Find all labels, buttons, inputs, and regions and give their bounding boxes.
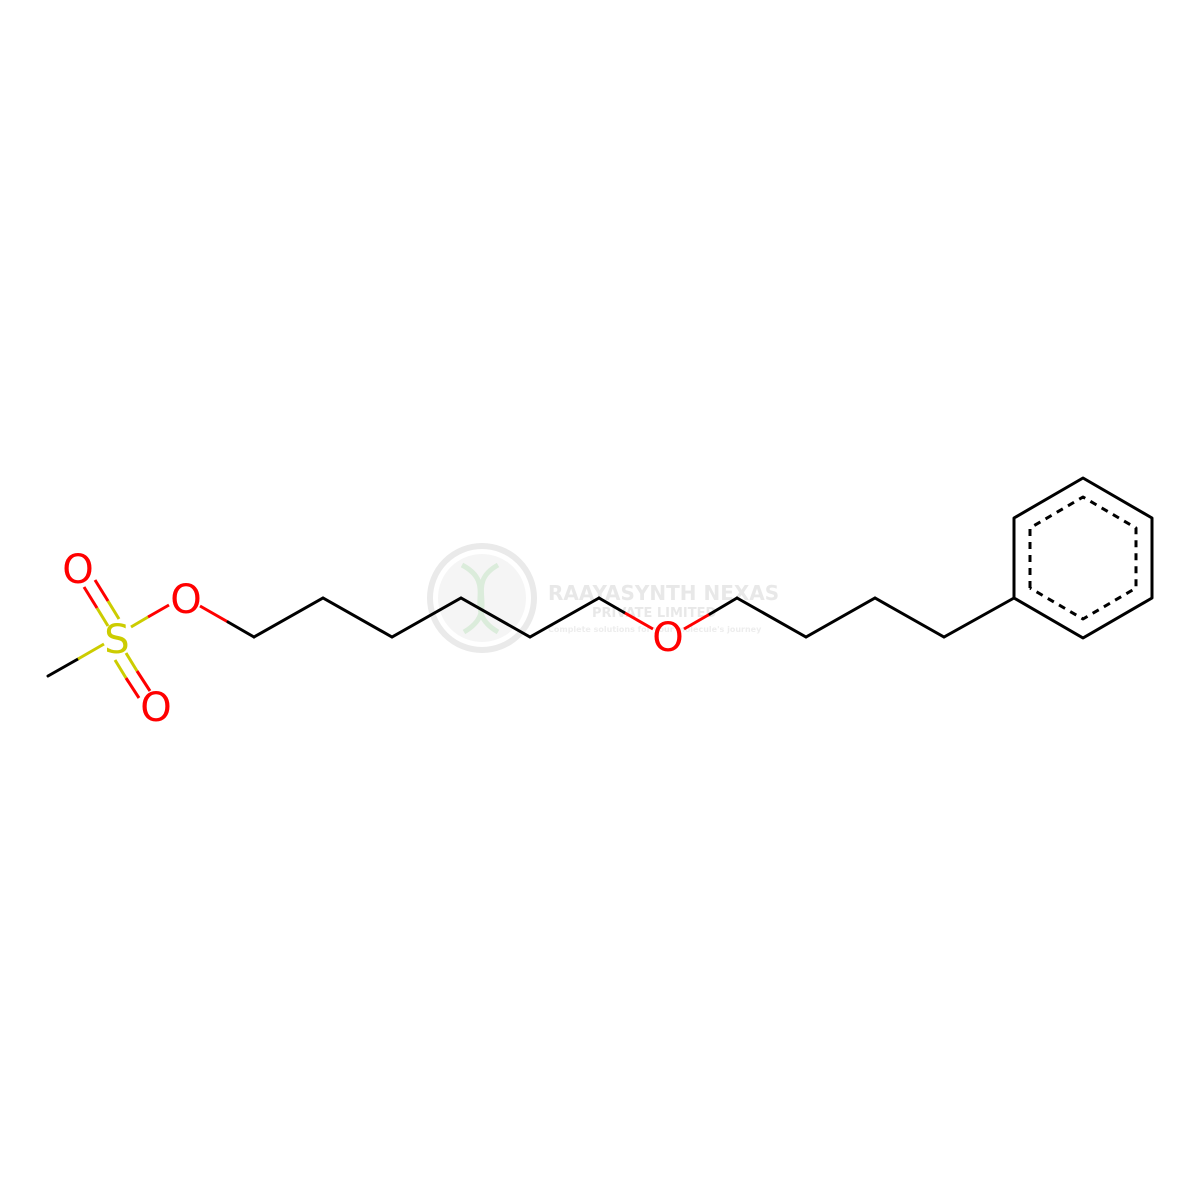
dna-logo-icon: [460, 562, 500, 635]
hexyl-chain: [252, 596, 601, 639]
bond-o-ester-c1: [199, 604, 256, 639]
bond-o-ether-c1: [683, 596, 739, 631]
atom-o-bottom: O: [140, 685, 171, 731]
benzene-ring: [1012, 476, 1154, 640]
bond-s-o-top-double: [82, 579, 121, 627]
butyl-chain: [735, 596, 1016, 639]
watermark-subtitle: PRIVATE LIMITED: [592, 606, 717, 621]
atom-o-ester: O: [170, 577, 201, 623]
bond-c6-o-ether: [597, 596, 654, 631]
bond-s-o-ester: [130, 603, 170, 629]
watermark: RAAYASYNTH NEXAS PRIVATE LIMITED Complet…: [427, 543, 779, 653]
watermark-logo-ring: [427, 543, 537, 653]
bond-s-o-bottom-double: [113, 652, 152, 699]
benzene-aromatic-dashed: [1028, 495, 1138, 621]
bond-methyl-s: [46, 657, 80, 678]
watermark-tagline: Complete solutions for your molecule's j…: [548, 625, 762, 634]
bond-methyl-s-colored: [77, 642, 105, 661]
atom-s: S: [104, 617, 129, 663]
atom-o-ether: O: [652, 615, 683, 661]
atom-o-top: O: [62, 547, 93, 593]
